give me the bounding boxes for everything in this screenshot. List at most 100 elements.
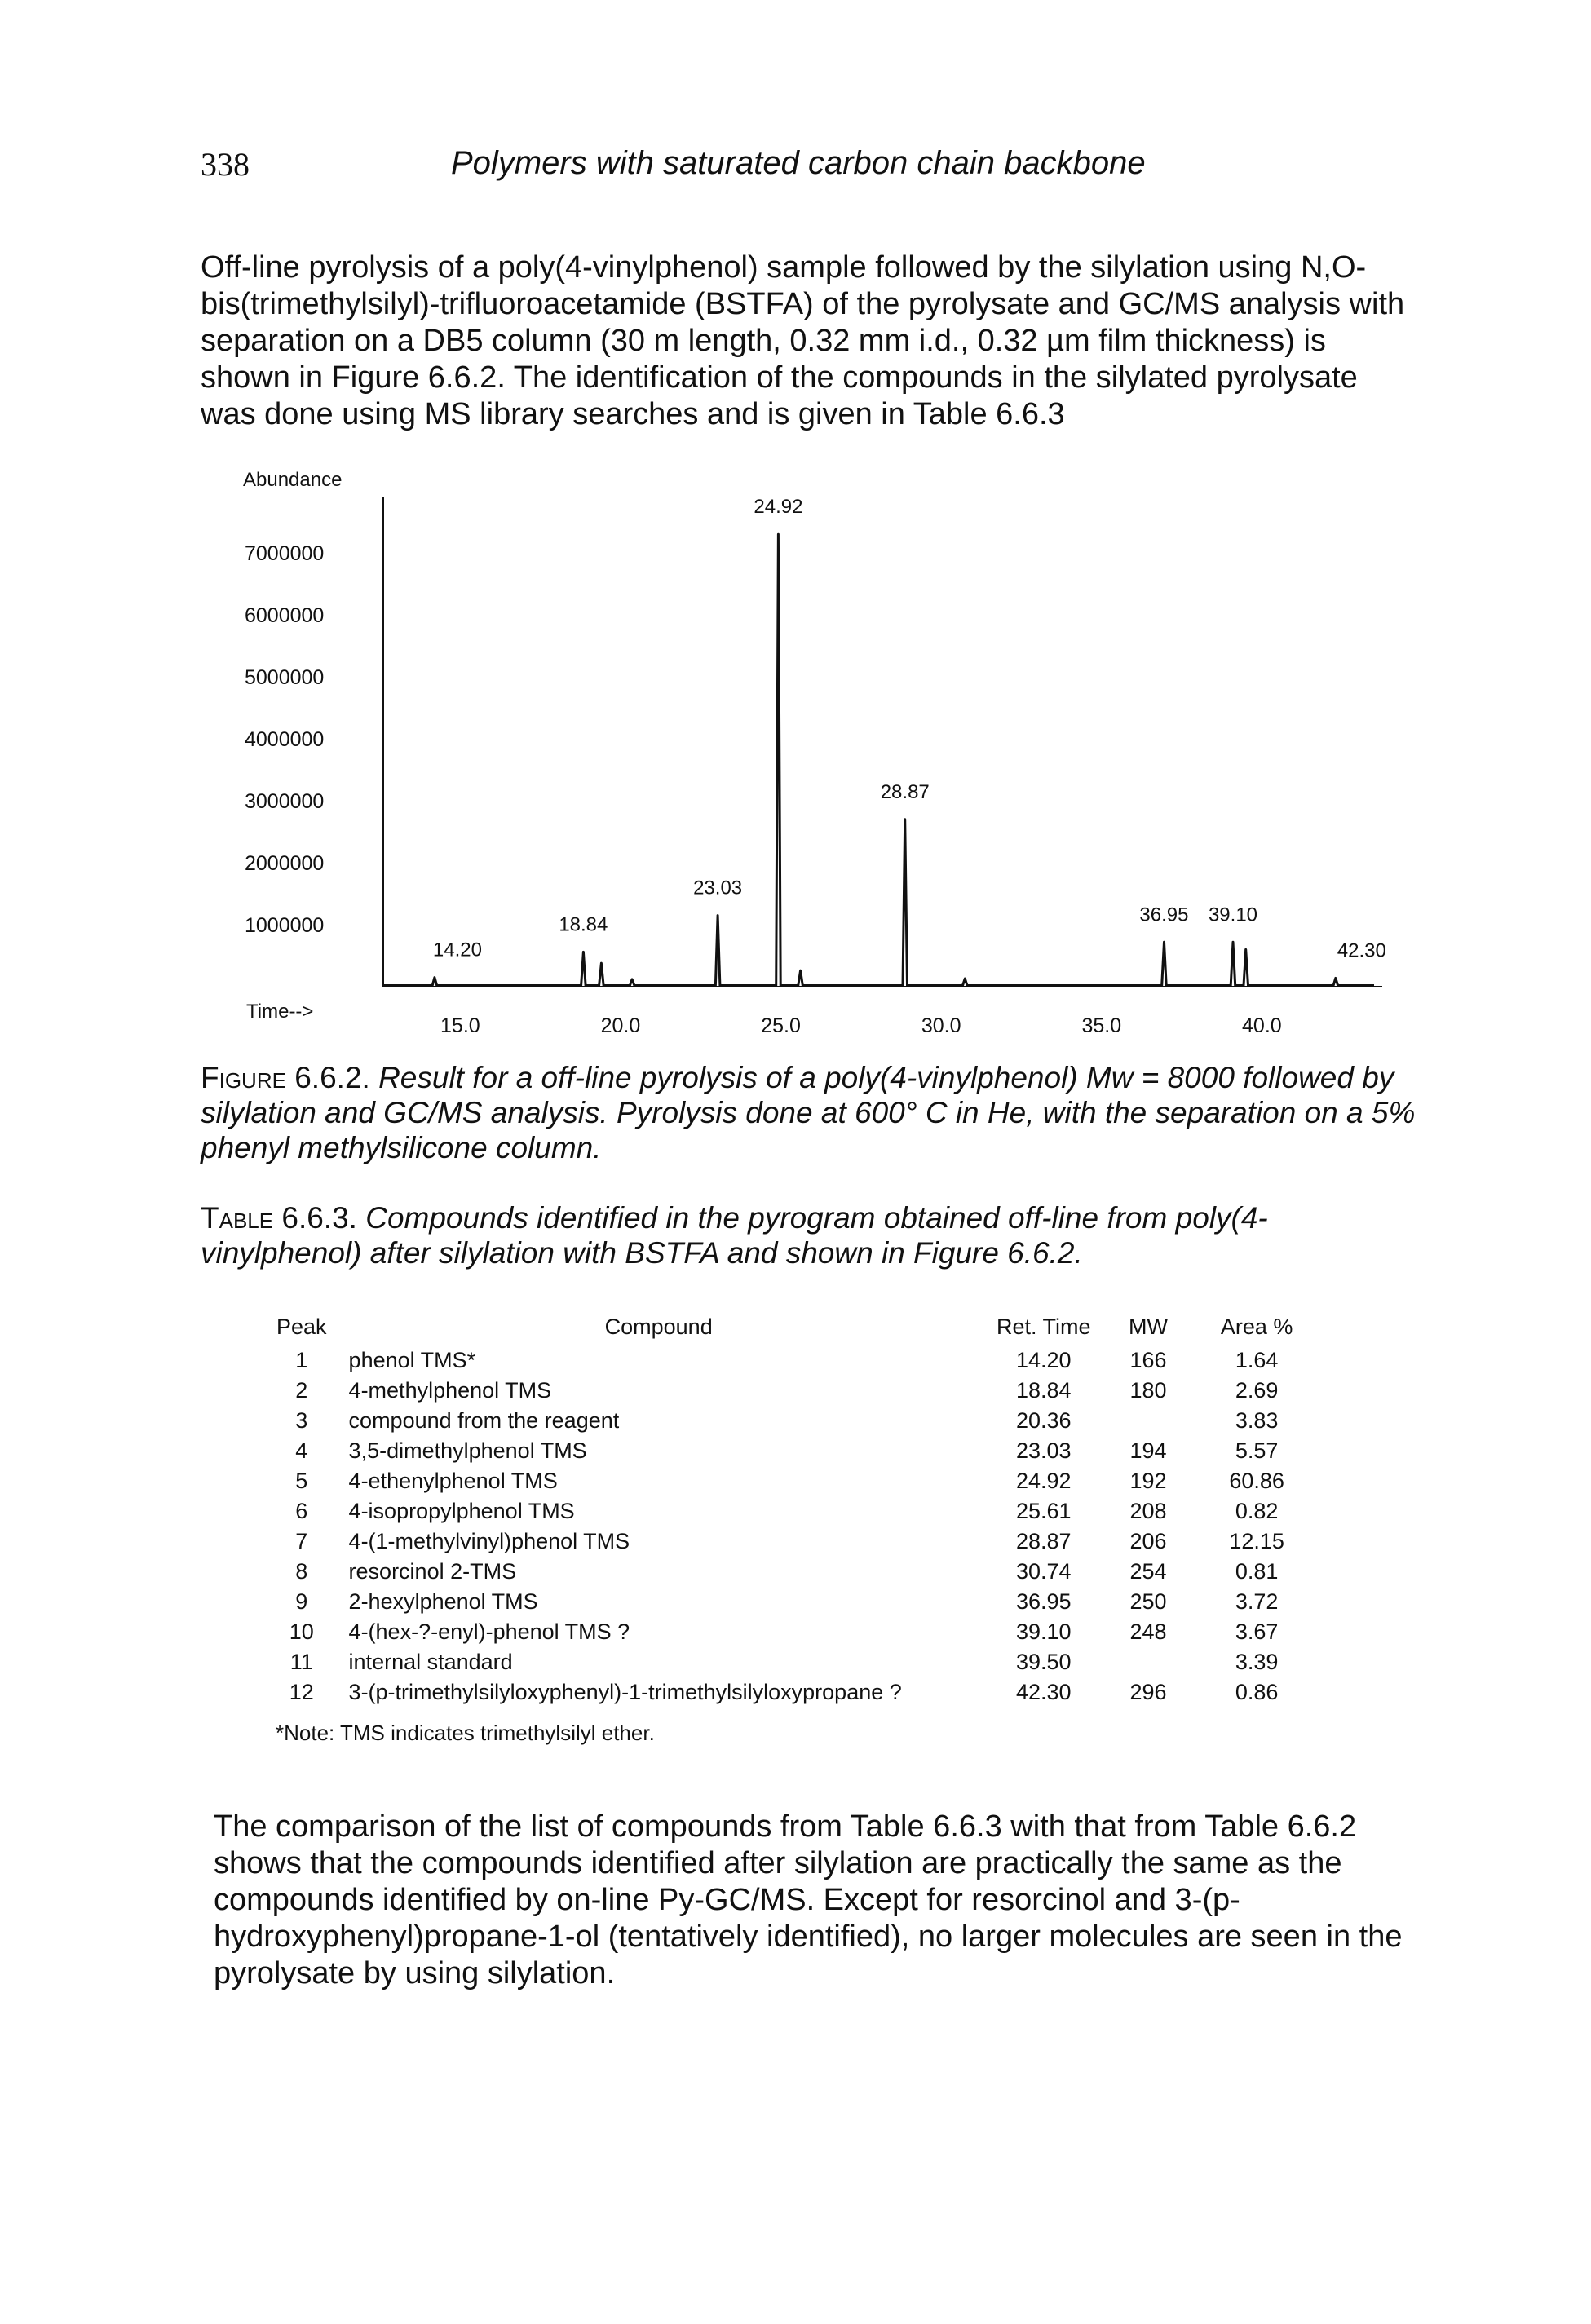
cell-peak: 9 [295, 1589, 308, 1614]
table-row: 11 internal standard 39.50 3.39 [269, 1647, 1321, 1677]
table-row: 3 compound from the reagent 20.36 3.83 [269, 1406, 1321, 1436]
cell-peak: 10 [289, 1619, 314, 1644]
column-header-compound: Compound [604, 1314, 713, 1339]
peak-label: 23.03 [693, 877, 742, 899]
table-caption: Table 6.6.3. Compounds identified in the… [201, 1200, 1416, 1270]
table-caption-label: Table 6.6.3. [201, 1201, 357, 1235]
cell-mw [1104, 1647, 1192, 1677]
cell-mw: 254 [1129, 1559, 1167, 1584]
table-row: 10 4-(hex-?-enyl)-phenol TMS ? 39.10 248… [269, 1617, 1321, 1647]
cell-ret-time: 23.03 [1015, 1438, 1072, 1463]
cell-ret-time: 42.30 [1015, 1680, 1072, 1704]
y-tick-label: 4000000 [245, 728, 324, 751]
cell-ret-time: 18.84 [1015, 1378, 1072, 1403]
running-title: Polymers with saturated carbon chain bac… [451, 145, 1146, 181]
cell-area: 0.81 [1235, 1559, 1279, 1584]
cell-area: 0.82 [1235, 1499, 1279, 1523]
cell-ret-time: 30.74 [1015, 1559, 1072, 1584]
cell-compound: 4-isopropylphenol TMS [348, 1499, 575, 1523]
table-note: *Note: TMS indicates trimethylsilyl ethe… [276, 1721, 655, 1745]
table-row: 7 4-(1-methylvinyl)phenol TMS 28.87 206 … [269, 1527, 1321, 1557]
table-row: 8 resorcinol 2-TMS 30.74 254 0.81 [269, 1557, 1321, 1587]
y-tick-label: 3000000 [245, 790, 324, 813]
cell-mw: 296 [1129, 1680, 1167, 1704]
cell-area: 3.83 [1235, 1408, 1279, 1433]
cell-ret-time: 20.36 [1015, 1408, 1072, 1433]
page-number: 338 [201, 146, 250, 183]
column-header-area: Area % [1220, 1314, 1293, 1339]
column-header-mw: MW [1129, 1314, 1168, 1339]
chromatogram-trace [383, 532, 1374, 987]
cell-area: 3.39 [1235, 1650, 1279, 1674]
x-tick-label: 40.0 [1242, 1014, 1282, 1037]
cell-peak: 7 [295, 1529, 308, 1553]
y-tick-label: 1000000 [245, 914, 324, 937]
cell-ret-time: 39.10 [1015, 1619, 1072, 1644]
cell-ret-time: 14.20 [1015, 1348, 1072, 1372]
peak-label: 39.10 [1209, 904, 1257, 926]
figure-caption-label: Figure 6.6.2. [201, 1061, 370, 1094]
peak-label: 42.30 [1337, 939, 1386, 961]
cell-compound: 4-ethenylphenol TMS [348, 1469, 558, 1493]
cell-peak: 1 [295, 1348, 308, 1372]
chromatogram-chart: Abundance1000000200000030000004000000500… [243, 469, 1386, 1037]
table-header-row: Peak Compound Ret. Time MW Area % [269, 1311, 1321, 1345]
cell-mw: 166 [1129, 1348, 1167, 1372]
cell-compound: 4-(1-methylvinyl)phenol TMS [348, 1529, 630, 1553]
cell-compound: compound from the reagent [348, 1408, 620, 1433]
cell-area: 60.86 [1229, 1469, 1284, 1493]
cell-area: 2.69 [1235, 1378, 1279, 1403]
y-tick-label: 5000000 [245, 666, 324, 689]
cell-ret-time: 24.92 [1015, 1469, 1072, 1493]
table-row: 9 2-hexylphenol TMS 36.95 250 3.72 [269, 1587, 1321, 1617]
x-tick-label: 20.0 [601, 1014, 641, 1037]
cell-peak: 8 [295, 1559, 308, 1584]
x-tick-label: 30.0 [921, 1014, 961, 1037]
cell-mw: 248 [1129, 1619, 1167, 1644]
cell-compound: phenol TMS* [348, 1348, 476, 1372]
cell-area: 12.15 [1229, 1529, 1284, 1553]
cell-mw: 194 [1129, 1438, 1167, 1463]
figure-caption: Figure 6.6.2. Result for a off-line pyro… [201, 1060, 1416, 1165]
table-row: 2 4-methylphenol TMS 18.84 180 2.69 [269, 1376, 1321, 1406]
peak-label: 18.84 [559, 913, 608, 935]
cell-compound: 3,5-dimethylphenol TMS [348, 1438, 587, 1463]
cell-compound: 2-hexylphenol TMS [348, 1589, 538, 1614]
x-tick-label: 25.0 [761, 1014, 801, 1037]
cell-peak: 4 [295, 1438, 308, 1463]
cell-compound: resorcinol 2-TMS [348, 1559, 517, 1584]
cell-compound: 3-(p-trimethylsilyloxyphenyl)-1-trimethy… [348, 1680, 902, 1704]
cell-peak: 12 [289, 1680, 314, 1704]
table-row: 1 phenol TMS* 14.20 166 1.64 [269, 1345, 1321, 1376]
cell-ret-time: 36.95 [1015, 1589, 1072, 1614]
x-tick-label: 35.0 [1081, 1014, 1121, 1037]
column-header-peak: Peak [276, 1314, 327, 1339]
table-caption-text: Compounds identified in the pyrogram obt… [201, 1201, 1268, 1270]
x-tick-label: 15.0 [440, 1014, 480, 1037]
cell-mw: 250 [1129, 1589, 1167, 1614]
y-axis-label: Abundance [243, 469, 342, 491]
peak-label: 36.95 [1139, 904, 1188, 926]
cell-peak: 5 [295, 1469, 308, 1493]
intro-paragraph: Off-line pyrolysis of a poly(4-vinylphen… [201, 250, 1405, 431]
figure-caption-text: Result for a off-line pyrolysis of a pol… [201, 1061, 1416, 1164]
peak-label: 14.20 [433, 939, 482, 961]
cell-compound: internal standard [348, 1650, 513, 1674]
cell-mw: 208 [1129, 1499, 1167, 1523]
column-header-ret-time: Ret. Time [997, 1314, 1091, 1339]
cell-peak: 11 [289, 1650, 313, 1674]
cell-peak: 6 [295, 1499, 308, 1523]
cell-area: 1.64 [1235, 1348, 1279, 1372]
y-tick-label: 6000000 [245, 604, 324, 627]
cell-area: 3.72 [1235, 1589, 1279, 1614]
closing-paragraph: The comparison of the list of compounds … [214, 1809, 1403, 1990]
cell-mw: 192 [1129, 1469, 1167, 1493]
cell-mw [1104, 1406, 1192, 1436]
table-row: 4 3,5-dimethylphenol TMS 23.03 194 5.57 [269, 1436, 1321, 1466]
table-row: 5 4-ethenylphenol TMS 24.92 192 60.86 [269, 1466, 1321, 1496]
compounds-table: Peak Compound Ret. Time MW Area % 1 phen… [269, 1311, 1321, 1708]
cell-mw: 206 [1129, 1529, 1167, 1553]
table-row: 12 3-(p-trimethylsilyloxyphenyl)-1-trime… [269, 1677, 1321, 1708]
cell-area: 5.57 [1235, 1438, 1279, 1463]
